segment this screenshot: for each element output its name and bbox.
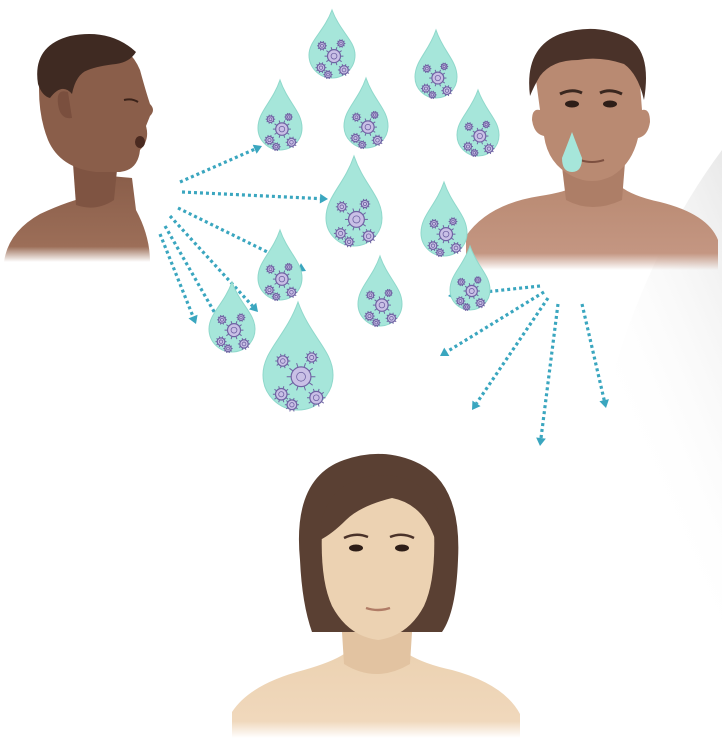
arrow-head [188,315,197,324]
transmission-arrow [180,149,255,182]
droplet-layer [209,10,499,411]
eye-left-bottom-person [349,545,363,552]
transmission-arrow [182,192,320,199]
mouth-left-person [135,136,145,148]
droplet [258,230,302,301]
arrow-head [536,437,546,446]
eye-right-right-person [603,101,617,108]
eye-right-bottom-person [395,545,409,552]
transmission-arrow [582,304,604,400]
arrow-head [320,194,328,204]
arrow-head [253,145,262,154]
eye-left-right-person [565,101,579,108]
droplet [457,90,499,157]
droplet [421,182,467,257]
person-receiving [232,454,520,738]
droplet [263,302,333,411]
arrow-head [249,303,258,312]
transmission-arrow [541,304,558,438]
droplet [326,156,382,247]
droplet [358,256,402,327]
person-sneezing [466,29,718,270]
droplet [258,80,302,151]
droplet [344,78,388,149]
droplet [415,30,457,99]
arrow-head [440,348,449,356]
droplet [209,282,255,353]
virus-particle [474,276,482,283]
droplet [309,10,355,79]
transmission-arrow [476,298,548,403]
transmission-arrow [160,234,193,317]
person-coughing [4,34,153,262]
